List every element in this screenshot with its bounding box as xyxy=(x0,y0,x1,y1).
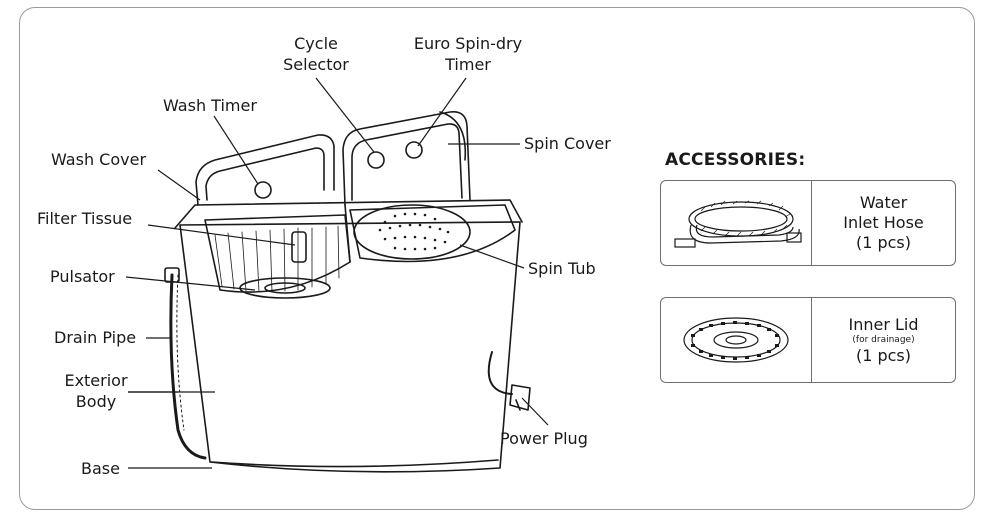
water-inlet-hose-line1: Water xyxy=(859,193,908,212)
inner-lid-qty: (1 pcs) xyxy=(855,345,912,365)
euro-spin-label-line1: Euro Spin-dry xyxy=(413,34,523,53)
inner-lid-note: (for drainage) xyxy=(852,334,915,345)
inner-lid-line1: Inner Lid xyxy=(848,314,919,334)
accessories-title: ACCESSORIES: xyxy=(665,150,806,170)
spin-tub-shape xyxy=(353,204,471,260)
filter-shape xyxy=(291,231,307,263)
cycle-selector-label-line2: Selector xyxy=(283,55,349,74)
euro-spin-label-line2: Timer xyxy=(445,55,491,74)
exterior-body-label: Exterior Body xyxy=(46,370,146,412)
filter-tissue-label: Filter Tissue xyxy=(37,209,133,228)
inner-lid-icon xyxy=(661,298,812,382)
wash-cover-shape xyxy=(195,134,335,206)
water-inlet-hose-text: Water Inlet Hose (1 pcs) xyxy=(812,181,955,265)
accessory-inner-lid: Inner Lid (for drainage) (1 pcs) xyxy=(660,297,956,383)
wash-timer-label: Wash Timer xyxy=(163,96,257,115)
drain-pipe-shape xyxy=(169,273,207,460)
hose-icon xyxy=(661,181,812,265)
spin-cover-label: Spin Cover xyxy=(524,134,611,153)
euro-spin-dry-timer-label: Euro Spin-dry Timer xyxy=(398,33,538,75)
wash-tub-shape xyxy=(204,214,351,293)
drain-pipe-label: Drain Pipe xyxy=(54,328,137,347)
diagram-frame xyxy=(19,7,975,510)
spin-cover-shape xyxy=(342,110,471,206)
euro-spin-knob xyxy=(405,141,423,159)
cycle-selector-knob xyxy=(367,151,385,169)
pulsator-label: Pulsator xyxy=(50,267,115,286)
base-label: Base xyxy=(81,459,120,478)
wash-timer-knob xyxy=(254,181,272,199)
water-inlet-hose-line2: Inlet Hose xyxy=(843,213,924,232)
wash-cover-label: Wash Cover xyxy=(51,150,147,169)
power-plug-label: Power Plug xyxy=(500,429,588,448)
cycle-selector-label-line1: Cycle xyxy=(294,34,338,53)
exterior-body-label-line1: Exterior xyxy=(64,371,128,390)
water-inlet-hose-qty: (1 pcs) xyxy=(855,233,912,252)
spin-tub-label: Spin Tub xyxy=(528,259,596,278)
cycle-selector-label: Cycle Selector xyxy=(276,33,356,75)
power-plug-shape xyxy=(509,384,531,411)
exterior-body-shape xyxy=(179,221,521,473)
exterior-body-label-line2: Body xyxy=(75,392,117,411)
accessory-water-inlet-hose: Water Inlet Hose (1 pcs) xyxy=(660,180,956,266)
inner-lid-text: Inner Lid (for drainage) (1 pcs) xyxy=(812,298,955,382)
